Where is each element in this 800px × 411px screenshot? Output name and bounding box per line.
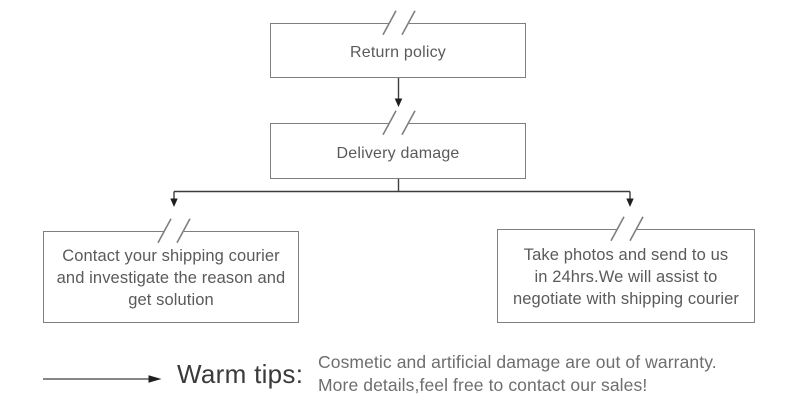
warm-tips-note-line1: Cosmetic and artificial damage are out o… <box>318 352 717 372</box>
down-arrowhead-left-branch <box>170 198 178 207</box>
down-arrowhead-delivery <box>394 98 403 107</box>
node-take-photos-line2: in 24hrs.We will assist to <box>534 268 718 286</box>
node-take-photos-line3: negotiate with shipping courier <box>513 290 739 308</box>
node-delivery-damage-label: Delivery damage <box>336 144 460 162</box>
down-arrowhead-right-branch <box>626 198 634 207</box>
node-take-photos: Take photos and send to us in 24hrs.We w… <box>497 229 755 323</box>
node-contact-courier: Contact your shipping courier and invest… <box>43 231 299 323</box>
right-arrowhead-warm-tips <box>148 375 162 383</box>
node-contact-courier-line3: get solution <box>128 291 214 309</box>
node-contact-courier-line1: Contact your shipping courier <box>62 247 280 265</box>
warm-tips-note-line2: More details,feel free to contact our sa… <box>318 375 648 395</box>
node-take-photos-line1: Take photos and send to us <box>523 246 729 264</box>
node-contact-courier-line2: and investigate the reason and <box>56 269 286 287</box>
warm-tips-note: Cosmetic and artificial damage are out o… <box>318 351 717 397</box>
connector-branch <box>173 179 631 200</box>
node-return-policy: Return policy <box>270 23 526 78</box>
node-return-policy-label: Return policy <box>350 44 446 61</box>
warm-tips-label: Warm tips: <box>177 359 304 389</box>
node-delivery-damage: Delivery damage <box>270 123 526 179</box>
